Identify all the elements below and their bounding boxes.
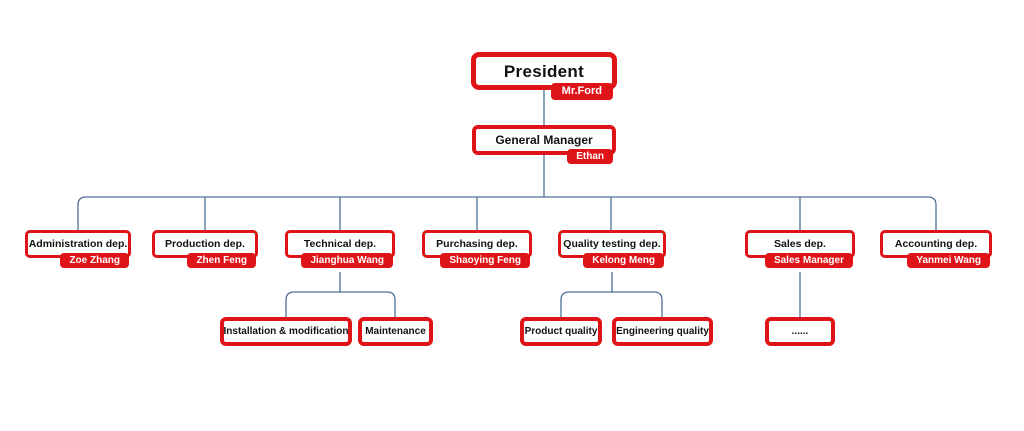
node-sales-ellipsis: ...... [765,317,835,346]
engineering-quality-label: Engineering quality [616,325,709,337]
general-manager-label: General Manager [495,133,593,147]
node-installation-modification: Installation & modification [220,317,352,346]
production-manager-tag: Zhen Feng [187,253,256,268]
node-product-quality: Product quality [520,317,602,346]
node-purchasing-dep: Purchasing dep. Shaoying Feng [422,230,532,268]
quality-testing-manager-tag: Kelong Meng [583,253,664,268]
node-production-dep: Production dep. Zhen Feng [152,230,258,268]
edge-quality-children [560,291,663,317]
sales-manager-tag: Sales Manager [764,253,853,268]
purchasing-dep-label: Purchasing dep. [436,237,518,250]
tree-edges [77,90,937,317]
node-quality-testing-dep: Quality testing dep. Kelong Meng [558,230,666,268]
technical-dep-label: Technical dep. [303,237,377,250]
edge-technical-children [285,291,396,317]
node-general-manager: General Manager Ethan [472,125,616,164]
node-engineering-quality: Engineering quality [612,317,713,346]
maintenance-label: Maintenance [365,325,426,337]
production-dep-label: Production dep. [165,237,245,250]
edge-main-bus [77,196,937,230]
accounting-dep-label: Accounting dep. [894,237,978,250]
product-quality-label: Product quality [524,325,598,337]
node-accounting-dep: Accounting dep. Yanmei Wang [880,230,992,268]
administration-dep-label: Administration dep. [28,237,128,250]
sales-ellipsis-label: ...... [791,325,809,337]
quality-testing-dep-label: Quality testing dep. [563,237,661,250]
technical-manager-tag: Jianghua Wang [301,253,393,268]
accounting-manager-tag: Yanmei Wang [907,253,990,268]
general-manager-tag: Ethan [567,149,613,164]
node-administration-dep: Administration dep. Zoe Zhang [25,230,131,268]
purchasing-manager-tag: Shaoying Feng [440,253,530,268]
node-president: President Mr.Ford [471,52,617,100]
node-technical-dep: Technical dep. Jianghua Wang [285,230,395,268]
administration-manager-tag: Zoe Zhang [60,253,129,268]
installation-modification-label: Installation & modification [223,325,349,337]
node-maintenance: Maintenance [358,317,433,346]
sales-dep-label: Sales dep. [774,237,826,250]
president-label: President [503,61,585,81]
node-sales-dep: Sales dep. Sales Manager [745,230,855,268]
president-manager-tag: Mr.Ford [550,83,613,100]
